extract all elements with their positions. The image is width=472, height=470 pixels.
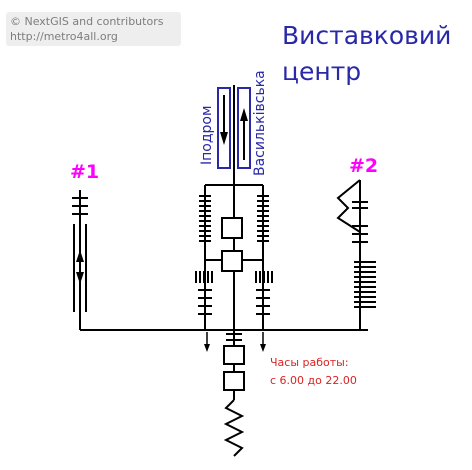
exit1-arrow-down-icon [76,272,84,284]
hours-line-1: Часы работы: [270,356,349,369]
arrow-up-icon [240,108,248,121]
track-right-box [237,87,251,169]
stairs-left-lower [195,271,213,315]
exit2-branch [336,179,376,330]
stairs-right-lower [255,271,273,315]
station-title: Виставковий центр [282,18,451,90]
central-hall [195,184,273,330]
station-title-line-2: центр [282,57,362,86]
attribution-box: © NextGIS and contributors http://metro4… [6,12,181,46]
lower-exit [223,330,245,457]
hours-line-2: с 6.00 до 22.00 [270,374,357,387]
stairs-left-upper [199,195,211,242]
station-title-line-1: Виставковий [282,21,452,50]
attribution-link[interactable]: http://metro4all.org [10,30,118,43]
exit1-label[interactable]: #1 [70,161,99,183]
down-arrow-left-icon [204,344,210,352]
arrow-down-icon [220,132,228,145]
exit1-arrow-up-icon [76,250,84,262]
platform-tracks [217,85,251,185]
exit2-label[interactable]: #2 [349,155,378,177]
track-left-box [217,87,231,169]
attribution-line-1: © NextGIS and contributors [10,15,164,28]
platform-label-right: Васильківська [252,70,268,176]
down-arrow-right-icon [260,344,266,352]
platform-label-left: Іподром [199,105,215,165]
stairs-right-upper [257,195,269,242]
